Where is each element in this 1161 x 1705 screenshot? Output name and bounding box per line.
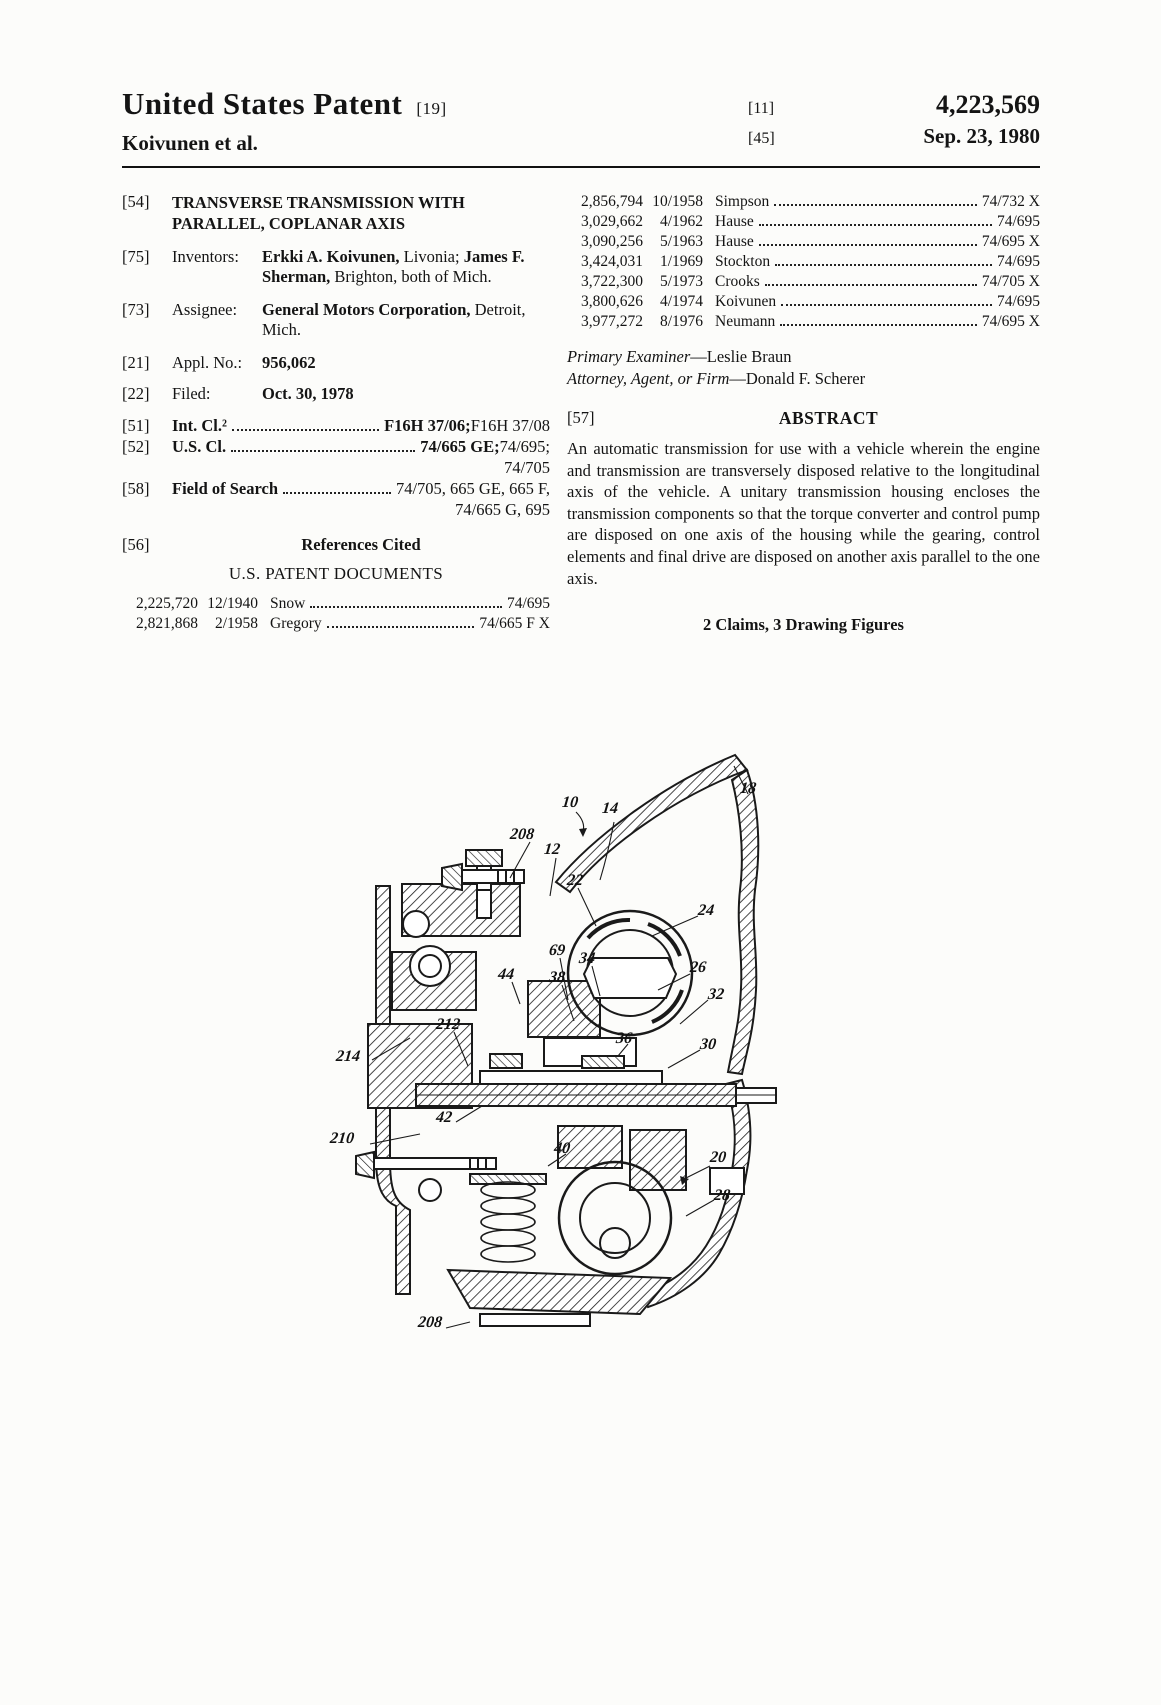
transmission-figure: 10 14 18 208 12 22 24 69 34 26 44 3	[329, 738, 800, 1338]
us-cl-continuation: 74/705	[504, 458, 550, 478]
dot-leader	[764, 284, 977, 286]
figure-reference-numeral: 212	[435, 1016, 461, 1033]
figure-reference-numeral: 36	[615, 1030, 633, 1047]
figure-reference-numeral: 44	[497, 966, 515, 983]
dot-leader	[326, 626, 475, 629]
figure-reference-numeral: 42	[435, 1109, 453, 1126]
figure-reference-numeral: 30	[699, 1036, 717, 1053]
title-kind-code: [19]	[416, 99, 447, 118]
field-us-cl-52: [52] U.S. Cl.74/665 GE; 74/695;	[122, 437, 550, 457]
authors-line: Koivunen et al.	[122, 131, 258, 155]
filing-date: Oct. 30, 1978	[262, 384, 354, 404]
reference-row: 2,856,794 10/1958 Simpson 74/732 X	[581, 193, 1040, 210]
patent-number: 4,223,569	[936, 90, 1040, 119]
attorney-line: Attorney, Agent, or Firm—Donald F. Scher…	[567, 369, 866, 388]
field-inventors-75: [75] Inventors: Erkki A. Koivunen, Livon…	[122, 247, 550, 287]
us-patent-rows-left: 2,225,720 12/1940 Snow 74/695 2,821,868 …	[122, 594, 550, 634]
reference-row: 3,800,626 4/1974 Koivunen 74/695	[581, 293, 1040, 310]
figure-reference-numeral: 28	[713, 1187, 731, 1204]
figure-reference-numeral: 38	[548, 969, 566, 986]
dot-leader	[758, 244, 977, 246]
reference-row: 3,977,272 8/1976 Neumann 74/695 X	[581, 313, 1040, 330]
figure-reference-numeral: 32	[707, 986, 725, 1003]
assignee-value: General Motors Corporation, Detroit, Mic…	[262, 300, 526, 340]
patent-title: United States Patent[19]	[122, 86, 447, 121]
figure-reference-numeral: 208	[417, 1314, 443, 1331]
reference-row: 3,090,256 5/1963 Hause 74/695 X	[581, 233, 1040, 250]
figure-reference-numeral: 69	[548, 942, 566, 959]
figure-reference-numeral: 208	[509, 826, 535, 843]
application-number: 956,062	[262, 353, 316, 373]
dot-leader	[775, 264, 992, 266]
figure-reference-numeral: 12	[543, 841, 561, 858]
figure-reference-numeral: 10	[561, 794, 579, 811]
field-of-search-continuation: 74/665 G, 695	[455, 500, 550, 520]
reference-row: 2,821,868 2/1958 Gregory 74/665 F X	[136, 615, 550, 633]
figure-reference-numeral: 26	[689, 959, 707, 976]
number-field-tag: [11]	[748, 100, 775, 117]
dot-leader	[774, 204, 977, 206]
leader-lines	[369, 765, 749, 1329]
figure-reference-numeral: 214	[335, 1048, 361, 1065]
reference-row: 3,722,300 5/1973 Crooks 74/705 X	[581, 273, 1040, 290]
figure-reference-numeral: 40	[553, 1140, 571, 1157]
header: United States Patent[19] Koivunen et al.…	[122, 86, 1040, 156]
date-field-tag: [45]	[748, 130, 775, 147]
figure-reference-numeral: 210	[329, 1130, 355, 1147]
figure-reference-numeral: 14	[601, 800, 619, 817]
primary-examiner-line: Primary Examiner—Leslie Braun	[567, 347, 792, 366]
inventors-value: Erkki A. Koivunen, Livonia; James F. She…	[262, 247, 525, 287]
us-cl-value: U.S. Cl.74/665 GE; 74/695;	[172, 437, 550, 457]
figure-reference-numeral: 18	[739, 780, 757, 797]
abstract-text: An automatic transmission for use with a…	[567, 439, 1040, 588]
header-divider	[122, 166, 1040, 168]
field-filed-22: [22] Filed: Oct. 30, 1978	[122, 384, 550, 404]
figure-reference-numeral: 34	[578, 950, 596, 967]
dot-leader	[310, 606, 502, 609]
dot-leader	[780, 324, 977, 326]
issue-date: Sep. 23, 1980	[923, 124, 1040, 148]
dot-leader	[758, 224, 992, 226]
reference-row: 3,424,031 1/1969 Stockton 74/695	[581, 253, 1040, 270]
abstract-column: 2,856,794 10/1958 Simpson 74/732 X 3,029…	[567, 192, 1040, 635]
figure-reference-numeral: 20	[709, 1149, 727, 1166]
transmission-cross-section-drawing	[355, 753, 777, 1329]
us-patent-documents-heading: U.S. PATENT DOCUMENTS	[228, 564, 444, 584]
reference-row: 2,225,720 12/1940 Snow 74/695	[136, 595, 550, 613]
reference-row: 3,029,662 4/1962 Hause 74/695	[581, 213, 1040, 230]
invention-title: TRANSVERSE TRANSMISSION WITH PARALLEL, C…	[172, 193, 465, 234]
field-assignee-73: [73] Assignee: General Motors Corporatio…	[122, 300, 550, 340]
figure-reference-numeral: 24	[697, 902, 715, 919]
figure-reference-numeral: 22	[566, 872, 584, 889]
field-title-54: [54] TRANSVERSE TRANSMISSION WITH PARALL…	[122, 192, 550, 234]
us-patent-rows-right: 2,856,794 10/1958 Simpson 74/732 X 3,029…	[567, 192, 1040, 332]
field-appl-no-21: [21] Appl. No.: 956,062	[122, 353, 550, 373]
claims-line: 2 Claims, 3 Drawing Figures	[703, 615, 904, 635]
references-cited-heading: [56] References Cited	[122, 535, 421, 555]
dot-leader	[781, 304, 992, 306]
abstract-heading: [57] ABSTRACT	[567, 408, 879, 428]
figure-labels: 10 14 18 208 12 22 24 69 34 26 44 3	[329, 738, 800, 1338]
bibliographic-column: [54] TRANSVERSE TRANSMISSION WITH PARALL…	[122, 192, 550, 635]
